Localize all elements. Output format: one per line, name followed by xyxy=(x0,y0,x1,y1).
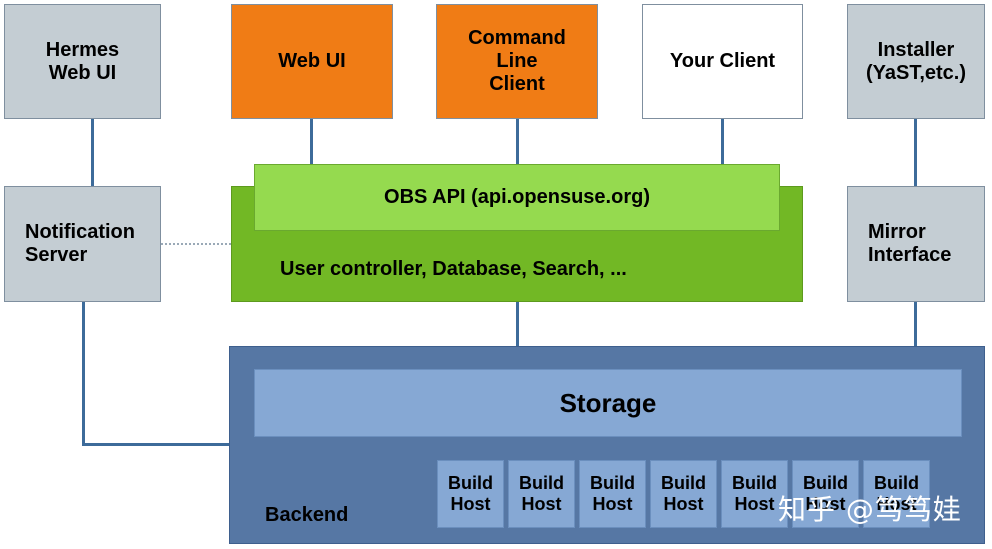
watermark: 知乎 @笃笃娃 xyxy=(778,493,962,526)
build-host-box: Build Host xyxy=(721,460,788,528)
connector-webui-api xyxy=(310,118,313,165)
build-host-box: Build Host xyxy=(508,460,575,528)
connector-api-backend xyxy=(516,301,519,347)
connector-yourclient-api xyxy=(721,118,724,165)
web-ui-box: Web UI xyxy=(231,4,393,119)
your-client-box: Your Client xyxy=(642,4,803,119)
dotted-notification-api xyxy=(161,243,231,245)
connector-mirror-backend xyxy=(914,301,917,347)
build-host-box: Build Host xyxy=(650,460,717,528)
connector-notification-backend xyxy=(82,443,230,446)
build-host-box: Build Host xyxy=(437,460,504,528)
connector-cli-api xyxy=(516,118,519,165)
connector-hermes-notification xyxy=(91,118,94,187)
obs-api-box: OBS API (api.opensuse.org) xyxy=(254,164,780,231)
build-host-box: Build Host xyxy=(792,460,859,528)
build-host-box: Build Host xyxy=(579,460,646,528)
storage-box: Storage xyxy=(254,369,962,437)
controllers-label: User controller, Database, Search, ... xyxy=(280,258,627,280)
notification-server-box: Notification Server xyxy=(4,186,161,302)
installer-box: Installer (YaST,etc.) xyxy=(847,4,985,119)
build-host-box: Build Host xyxy=(863,460,930,528)
backend-label: Backend xyxy=(265,504,349,526)
command-line-client-box: Command Line Client xyxy=(436,4,598,119)
hermes-web-ui-box: Hermes Web UI xyxy=(4,4,161,119)
mirror-interface-box: Mirror Interface xyxy=(847,186,985,302)
connector-notification-down xyxy=(82,301,85,446)
connector-installer-mirror xyxy=(914,118,917,187)
